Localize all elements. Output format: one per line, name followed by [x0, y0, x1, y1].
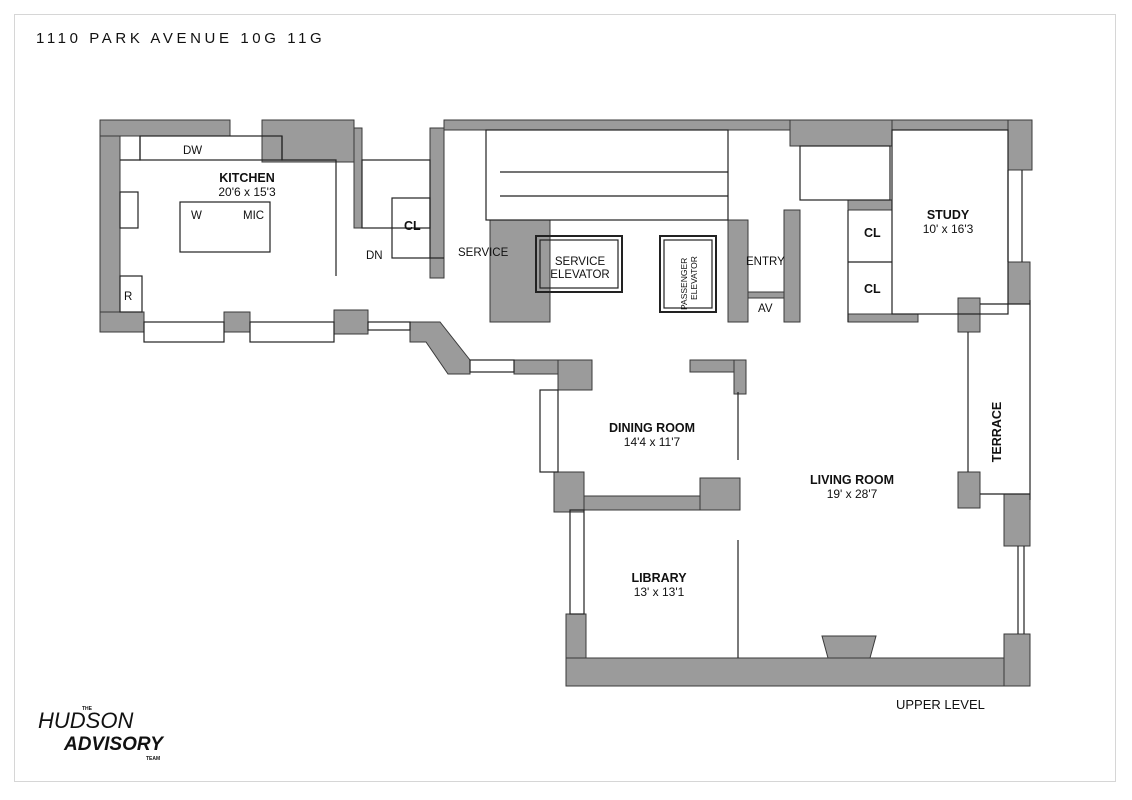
library-name: LIBRARY	[631, 571, 687, 585]
terrace-name: TERRACE	[990, 402, 1004, 462]
partitions	[119, 129, 1031, 658]
mic-label: MIC	[243, 210, 264, 222]
library-dims: 13' x 13'1	[634, 585, 685, 599]
logo-the: THE	[82, 706, 93, 712]
passenger-elevator-line2: ELEVATOR	[689, 256, 699, 300]
study-name: STUDY	[927, 208, 970, 222]
living-dims: 19' x 28'7	[827, 487, 878, 501]
walls	[99, 119, 1033, 687]
plan-title: 1110 PARK AVENUE 10G 11G	[36, 30, 326, 47]
kitchen-dims: 20'6 x 15'3	[218, 185, 276, 199]
dw-label: DW	[183, 145, 202, 157]
dn-label: DN	[366, 250, 383, 262]
page-frame	[14, 14, 1116, 782]
level-label: UPPER LEVEL	[896, 697, 985, 712]
logo-line1: HUDSON	[38, 708, 133, 733]
room-labels: KITCHEN 20'6 x 15'3 DW W MIC R DN CL SER…	[124, 145, 1004, 599]
logo-team: TEAM	[146, 756, 160, 762]
cl-stair-label: CL	[404, 219, 421, 233]
r-label: R	[124, 291, 132, 303]
service-elevator-line1: SERVICE	[555, 256, 606, 268]
study-dims: 10' x 16'3	[923, 222, 974, 236]
passenger-elevator-line1: PASSENGER	[679, 258, 689, 310]
service-label: SERVICE	[458, 247, 509, 259]
dining-dims: 14'4 x 11'7	[624, 435, 681, 449]
living-name: LIVING ROOM	[810, 473, 894, 487]
cl-study-label-2: CL	[864, 282, 881, 296]
dining-name: DINING ROOM	[609, 421, 695, 435]
service-elevator-line2: ELEVATOR	[550, 269, 609, 281]
w-label: W	[191, 210, 202, 222]
logo-line2: ADVISORY	[63, 734, 165, 755]
cl-study-label-1: CL	[864, 226, 881, 240]
hudson-advisory-logo: THE HUDSON ADVISORY TEAM	[38, 706, 165, 762]
entry-label: ENTRY	[746, 256, 785, 268]
av-label: AV	[758, 303, 773, 315]
kitchen-name: KITCHEN	[219, 171, 275, 185]
